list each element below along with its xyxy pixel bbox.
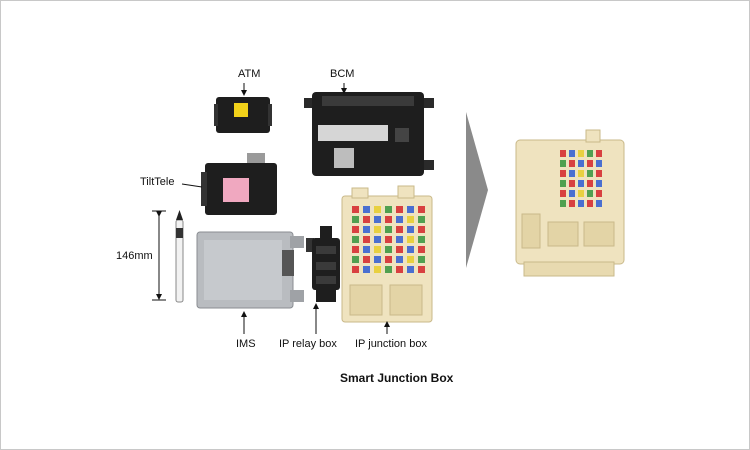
fuse xyxy=(578,170,584,177)
fuse xyxy=(396,256,403,263)
atm-label: ATM xyxy=(238,68,261,80)
fuse xyxy=(374,246,381,253)
pointer-line xyxy=(181,183,203,188)
fuse xyxy=(385,236,392,243)
fuse xyxy=(569,200,575,207)
ip-relay-box xyxy=(306,226,340,302)
ip-junction-box xyxy=(341,185,433,323)
fuse xyxy=(569,150,575,157)
fuse xyxy=(569,160,575,167)
fuse xyxy=(418,216,425,223)
fuse xyxy=(352,256,359,263)
fuse xyxy=(363,206,370,213)
fuse xyxy=(407,236,414,243)
fuse xyxy=(596,160,602,167)
transform-arrow-icon xyxy=(466,112,488,268)
fuse xyxy=(374,226,381,233)
fuse xyxy=(578,190,584,197)
smart-junction-box xyxy=(515,129,625,277)
fuse xyxy=(363,256,370,263)
fuse xyxy=(363,246,370,253)
fuse xyxy=(418,206,425,213)
fuse xyxy=(560,180,566,187)
dimension-label: 146mm xyxy=(116,250,153,262)
fuse xyxy=(363,216,370,223)
fuse xyxy=(385,226,392,233)
tilttele-label: TiltTele xyxy=(140,176,175,188)
fuse xyxy=(587,160,593,167)
fuse xyxy=(407,216,414,223)
fuse xyxy=(374,216,381,223)
fuse xyxy=(418,266,425,273)
fuse xyxy=(396,266,403,273)
fuse xyxy=(560,170,566,177)
ims-label: IMS xyxy=(236,338,256,350)
pen xyxy=(175,210,184,303)
fuse xyxy=(587,190,593,197)
fuse xyxy=(587,150,593,157)
fuse xyxy=(578,200,584,207)
fuse xyxy=(352,216,359,223)
fuse xyxy=(578,150,584,157)
fuse xyxy=(596,150,602,157)
fuse xyxy=(560,200,566,207)
fuse xyxy=(396,226,403,233)
fuse xyxy=(560,190,566,197)
fuse xyxy=(363,226,370,233)
fuse xyxy=(385,246,392,253)
fuse xyxy=(596,200,602,207)
fuse xyxy=(385,216,392,223)
fuse xyxy=(407,256,414,263)
fuse xyxy=(363,266,370,273)
fuse xyxy=(587,180,593,187)
fuse xyxy=(418,246,425,253)
fuse xyxy=(396,216,403,223)
ip-junction-box-label: IP junction box xyxy=(355,338,427,350)
fuse xyxy=(407,226,414,233)
fuse xyxy=(374,256,381,263)
bcm-label: BCM xyxy=(330,68,355,80)
fuse xyxy=(596,190,602,197)
fuse xyxy=(396,236,403,243)
fuse xyxy=(418,256,425,263)
fuse xyxy=(352,246,359,253)
fuse xyxy=(374,206,381,213)
fuse xyxy=(560,160,566,167)
fuse xyxy=(385,206,392,213)
fuse xyxy=(407,246,414,253)
fuse xyxy=(560,150,566,157)
fuse xyxy=(407,266,414,273)
fuse xyxy=(596,180,602,187)
fuse xyxy=(396,246,403,253)
ims-module xyxy=(196,231,304,309)
fuse xyxy=(578,160,584,167)
fuse xyxy=(587,200,593,207)
fuse xyxy=(407,206,414,213)
fuse xyxy=(363,236,370,243)
fuse xyxy=(385,266,392,273)
fuse xyxy=(374,266,381,273)
fuse xyxy=(569,170,575,177)
fuse xyxy=(352,206,359,213)
fuse xyxy=(587,170,593,177)
bcm-module xyxy=(304,92,434,176)
fuse xyxy=(569,190,575,197)
dimension-icon xyxy=(152,210,166,301)
ip-relay-box-label: IP relay box xyxy=(279,338,337,350)
fuse xyxy=(569,180,575,187)
fuse xyxy=(418,226,425,233)
diagram-caption: Smart Junction Box xyxy=(340,371,454,385)
fuse xyxy=(396,206,403,213)
fuse xyxy=(352,236,359,243)
fuse xyxy=(374,236,381,243)
fuse xyxy=(578,180,584,187)
fuse xyxy=(352,226,359,233)
fuse xyxy=(352,266,359,273)
tilttele-module xyxy=(201,153,277,215)
fuse xyxy=(596,170,602,177)
fuse xyxy=(385,256,392,263)
fuse xyxy=(418,236,425,243)
atm-module xyxy=(214,97,272,133)
